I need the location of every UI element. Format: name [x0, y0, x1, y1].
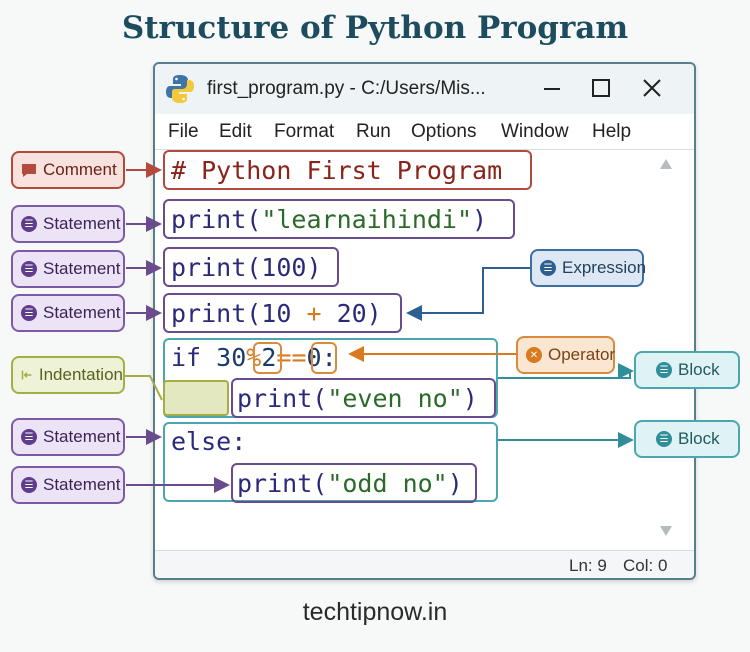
operator-label: ✕ Operator	[516, 336, 615, 374]
indentation-space	[163, 380, 229, 416]
comment-icon	[22, 163, 36, 177]
statement-label-text: Statement	[43, 303, 121, 322]
menu-window[interactable]: Window	[501, 121, 569, 142]
code-if-keyword: if	[171, 343, 202, 372]
menu-file[interactable]: File	[168, 121, 199, 142]
idle-window: first_program.py - C:/Users/Mis... File …	[153, 62, 696, 580]
indentation-label-text: Indentation	[38, 365, 123, 384]
comment-label-text: Comment	[43, 160, 117, 179]
code-colon: :	[321, 343, 337, 372]
code-string: "odd no"	[327, 469, 448, 498]
block-label-text: Block	[678, 429, 720, 448]
code-string: "even no"	[327, 384, 463, 413]
menu-bar: File Edit Format Run Options Window Help	[155, 114, 694, 150]
code-num-2: 2	[261, 343, 277, 372]
code-num-30: 30	[216, 343, 247, 372]
statement-box-4	[231, 378, 496, 418]
menu-run[interactable]: Run	[356, 121, 391, 142]
statement-label-text: Statement	[43, 259, 121, 278]
status-line: Ln: 9	[569, 556, 607, 575]
statement-label-3: ☰ Statement	[11, 294, 125, 332]
block-icon: ☰	[656, 431, 672, 447]
window-titlebar: first_program.py - C:/Users/Mis...	[155, 64, 694, 114]
maximize-icon[interactable]	[587, 74, 615, 102]
statement-icon: ☰	[21, 477, 37, 493]
menu-edit[interactable]: Edit	[219, 121, 252, 142]
expression-label-text: Expression	[562, 258, 647, 277]
code-plus-operator: +	[306, 299, 322, 328]
comment-label: Comment	[11, 151, 125, 189]
statement-box-1	[163, 199, 515, 239]
code-paren: )	[462, 384, 478, 413]
code-string: "learnaihindi"	[261, 205, 473, 234]
close-icon[interactable]	[638, 74, 666, 102]
expression-arrow	[406, 267, 530, 321]
expression-icon: ☰	[540, 260, 556, 276]
menu-help[interactable]: Help	[592, 121, 632, 142]
code-expr-a: print(10	[171, 299, 307, 328]
code-paren: )	[472, 205, 488, 234]
operator-label-text: Operator	[548, 345, 616, 364]
operand-box-0	[311, 342, 337, 374]
statement-label-2: ☰ Statement	[11, 250, 125, 288]
code-line-5: if 30%2==0:	[171, 345, 337, 370]
scroll-up-icon[interactable]	[660, 159, 672, 169]
window-title: first_program.py - C:/Users/Mis...	[207, 78, 486, 99]
status-bar: Ln: 9 Col: 0	[155, 550, 694, 578]
code-fn: print(	[171, 205, 262, 234]
code-num-0: 0	[306, 343, 322, 372]
code-line-comment: # Python First Program	[171, 156, 503, 185]
menu-format[interactable]: Format	[274, 121, 335, 142]
code-line-2: print("learnaihindi")	[171, 207, 487, 232]
minimize-icon[interactable]	[538, 74, 566, 102]
block-label-1: ☰ Block	[634, 351, 740, 389]
indentation-label: Indentation	[11, 356, 125, 394]
block-label-2: ☰ Block	[634, 420, 740, 458]
statement-box-5	[231, 463, 477, 503]
code-fn: print(	[237, 384, 328, 413]
code-paren: )	[447, 469, 463, 498]
statement-icon: ☰	[21, 216, 37, 232]
operand-box-2	[253, 342, 282, 374]
code-line-4: print(10 + 20)	[171, 301, 382, 326]
menu-options[interactable]: Options	[411, 121, 477, 142]
python-logo-icon	[166, 75, 194, 103]
code-line-8: print("odd no")	[237, 471, 463, 496]
code-expr-b: 20)	[321, 299, 382, 328]
statement-box-2	[163, 247, 339, 287]
statement-icon: ☰	[21, 261, 37, 277]
statement-label-5: ☰ Statement	[11, 466, 125, 504]
statement-icon: ☰	[21, 305, 37, 321]
operator-icon: ✕	[526, 347, 542, 363]
code-fn: print(	[237, 469, 328, 498]
statement-label-text: Statement	[43, 427, 121, 446]
block-icon: ☰	[656, 362, 672, 378]
comment-box	[163, 150, 532, 190]
block-arrow-1	[498, 363, 634, 379]
code-line-6: print("even no")	[237, 386, 478, 411]
page-title: Structure of Python Program	[121, 10, 629, 46]
indentation-icon	[21, 370, 32, 380]
expression-label: ☰ Expression	[530, 249, 647, 287]
block-label-text: Block	[678, 360, 720, 379]
statement-label-1: ☰ Statement	[11, 205, 125, 243]
statement-label-text: Statement	[43, 214, 121, 233]
site-footer: techtipnow.in	[302, 598, 448, 626]
code-line-3: print(100)	[171, 253, 322, 282]
statement-box-3	[163, 293, 402, 333]
status-column: Col: 0	[623, 556, 668, 575]
statement-label-text: Statement	[43, 475, 121, 494]
statement-icon: ☰	[21, 429, 37, 445]
statement-label-4: ☰ Statement	[11, 418, 125, 456]
scroll-down-icon[interactable]	[660, 526, 672, 536]
code-line-7: else:	[171, 427, 247, 456]
indentation-arrow	[124, 375, 163, 401]
